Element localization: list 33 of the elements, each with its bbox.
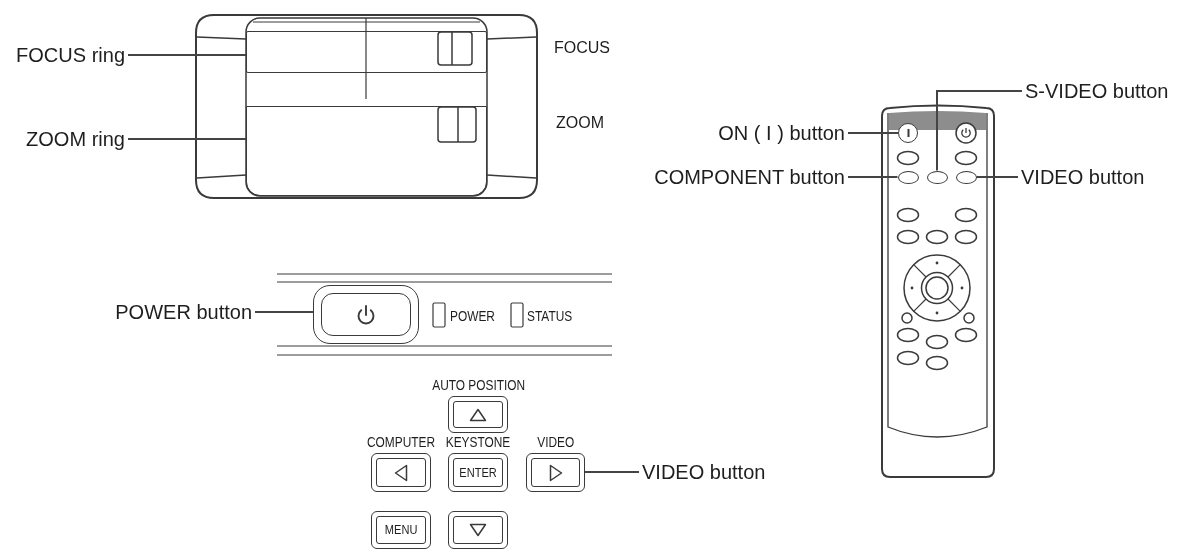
panel-button (448, 396, 508, 433)
focus-ring (246, 31, 487, 73)
button-caption: VIDEO (536, 435, 574, 450)
callout-label: ON ( I ) button (715, 123, 848, 143)
lever-label: FOCUS (554, 40, 610, 56)
callout-label: S-VIDEO button (1022, 81, 1172, 101)
callout-label: COMPONENT button (651, 167, 848, 187)
button-caption: KEYSTONE (445, 435, 511, 450)
leader-line (936, 90, 1023, 172)
panel-button (526, 453, 585, 492)
button-caption: COMPUTER (367, 435, 436, 450)
button-caption: AUTO POSITION (431, 378, 525, 393)
power-button (313, 285, 419, 344)
callout-label: VIDEO button (1018, 167, 1148, 187)
indicator-label: STATUS (527, 309, 573, 323)
indicator-label: POWER (450, 309, 495, 323)
callout-label: POWER button (112, 302, 255, 322)
zoom-ring (246, 106, 487, 196)
callout-label: FOCUS ring (13, 45, 128, 65)
leader-line (847, 176, 899, 178)
panel-button (371, 453, 431, 492)
leader-line (127, 54, 247, 56)
lever-label: ZOOM (556, 115, 604, 131)
callout-label: VIDEO button (639, 462, 769, 482)
leader-line (584, 471, 640, 473)
panel-button: ENTER (448, 453, 508, 492)
leader-line (254, 311, 314, 313)
leader-line (127, 138, 247, 140)
leader-line (975, 176, 1019, 178)
panel-button: MENU (371, 511, 431, 549)
panel-button (448, 511, 508, 549)
leader-line (847, 132, 899, 134)
callout-label: ZOOM ring (23, 129, 128, 149)
